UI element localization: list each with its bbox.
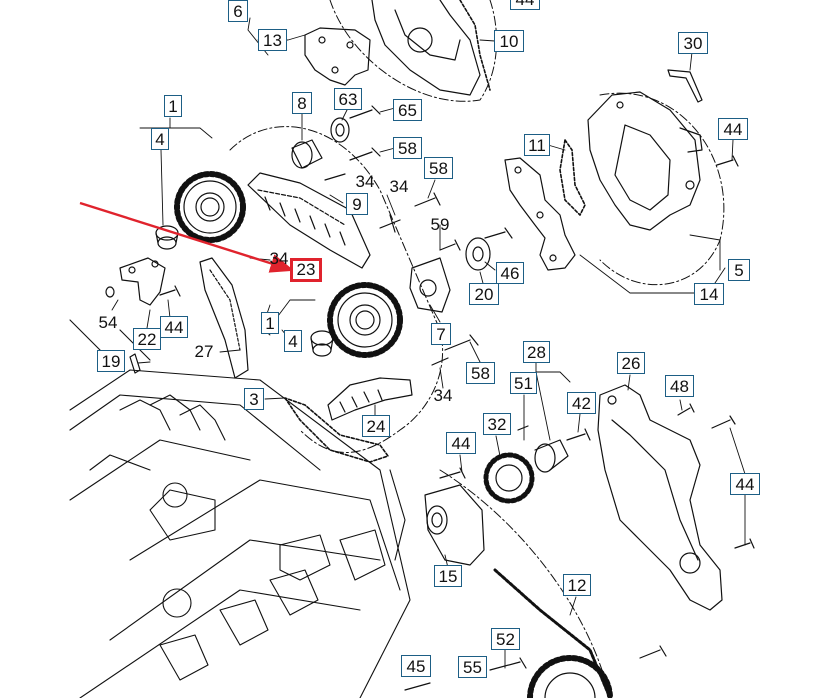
- callout-24[interactable]: 24: [362, 415, 390, 437]
- callout-5[interactable]: 5: [728, 259, 750, 281]
- tensioner-22: [105, 257, 166, 306]
- callout-15[interactable]: 15: [434, 565, 462, 587]
- guide-rail-27: [199, 257, 249, 379]
- callout-6[interactable]: 6: [228, 0, 248, 22]
- callout-22[interactable]: 22: [133, 328, 161, 350]
- camshaft-gear-lower: [327, 282, 403, 358]
- hub-28: [517, 425, 569, 473]
- callout-3[interactable]: 3: [244, 388, 264, 410]
- callout-14[interactable]: 14: [694, 283, 724, 305]
- callout-51[interactable]: 51: [510, 372, 537, 394]
- bolts: [159, 105, 755, 691]
- callout-1-upper[interactable]: 1: [164, 95, 182, 117]
- callout-54[interactable]: 54: [98, 313, 118, 332]
- callout-58-a[interactable]: 58: [393, 137, 422, 159]
- callout-19[interactable]: 19: [97, 350, 125, 372]
- cover-10: [371, 0, 491, 96]
- callout-11[interactable]: 11: [524, 134, 550, 156]
- tensioner-rail-9: [247, 172, 371, 269]
- callout-34-c[interactable]: 34: [269, 249, 289, 268]
- callout-46[interactable]: 46: [496, 262, 524, 284]
- callout-4-lower[interactable]: 4: [284, 330, 302, 352]
- callout-28[interactable]: 28: [523, 341, 550, 363]
- callout-9[interactable]: 9: [346, 193, 368, 215]
- chain-3: [284, 397, 389, 463]
- callout-58-c[interactable]: 58: [466, 362, 495, 384]
- guide-rail-24: [327, 377, 413, 421]
- chain-cover-26: [597, 384, 723, 611]
- callout-32[interactable]: 32: [483, 413, 511, 435]
- bushing-4-upper: [155, 225, 179, 250]
- callout-10[interactable]: 10: [494, 30, 524, 52]
- flange-7: [409, 257, 451, 313]
- callout-44-right[interactable]: 44: [730, 473, 760, 495]
- callout-44-right-top[interactable]: 44: [718, 118, 748, 140]
- callout-44-left[interactable]: 44: [160, 316, 188, 338]
- callout-45[interactable]: 45: [401, 655, 431, 677]
- callout-44-top[interactable]: 44: [510, 0, 540, 10]
- bracket-plate-14: [504, 157, 576, 271]
- callout-1-lower[interactable]: 1: [261, 312, 279, 334]
- callout-55[interactable]: 55: [458, 656, 487, 678]
- crank-sprocket-bottom: [527, 655, 613, 698]
- callout-8[interactable]: 8: [292, 92, 312, 114]
- callout-27[interactable]: 27: [194, 342, 214, 361]
- callout-63[interactable]: 63: [334, 88, 362, 110]
- bushing-4-lower: [310, 330, 334, 357]
- callout-34-d[interactable]: 34: [433, 386, 453, 405]
- pin-19: [129, 353, 141, 374]
- shaft-8: [291, 117, 350, 169]
- callout-20[interactable]: 20: [469, 283, 499, 305]
- camshaft-gear-upper-left: [174, 171, 246, 243]
- washer-20: [465, 237, 491, 271]
- callout-7[interactable]: 7: [431, 323, 451, 345]
- chain-guide-30: [667, 69, 703, 103]
- callout-30[interactable]: 30: [678, 32, 708, 54]
- housing-cover-5: [587, 91, 703, 231]
- callout-12[interactable]: 12: [563, 574, 591, 596]
- callout-48[interactable]: 48: [665, 375, 694, 397]
- callout-44-mid[interactable]: 44: [446, 432, 476, 454]
- highlight-arrow: [79, 201, 295, 273]
- callout-42[interactable]: 42: [567, 392, 596, 414]
- chain-12: [493, 568, 612, 698]
- plate-13: [304, 27, 371, 86]
- engine-block: [69, 319, 411, 698]
- callout-34-b[interactable]: 34: [389, 177, 409, 196]
- callout-65[interactable]: 65: [393, 99, 422, 121]
- callout-26[interactable]: 26: [617, 352, 645, 374]
- leader-lines: [111, 17, 746, 669]
- callout-13[interactable]: 13: [258, 29, 287, 51]
- callout-52[interactable]: 52: [491, 628, 520, 650]
- sprocket-32: [483, 452, 535, 504]
- chain-11: [559, 139, 586, 216]
- callout-59[interactable]: 59: [430, 215, 450, 234]
- callout-34-a[interactable]: 34: [355, 172, 375, 191]
- oil-pump-15: [424, 484, 485, 566]
- callout-58-b[interactable]: 58: [424, 157, 453, 179]
- callout-23-highlighted[interactable]: 23: [290, 258, 322, 282]
- callout-4-upper[interactable]: 4: [151, 128, 169, 150]
